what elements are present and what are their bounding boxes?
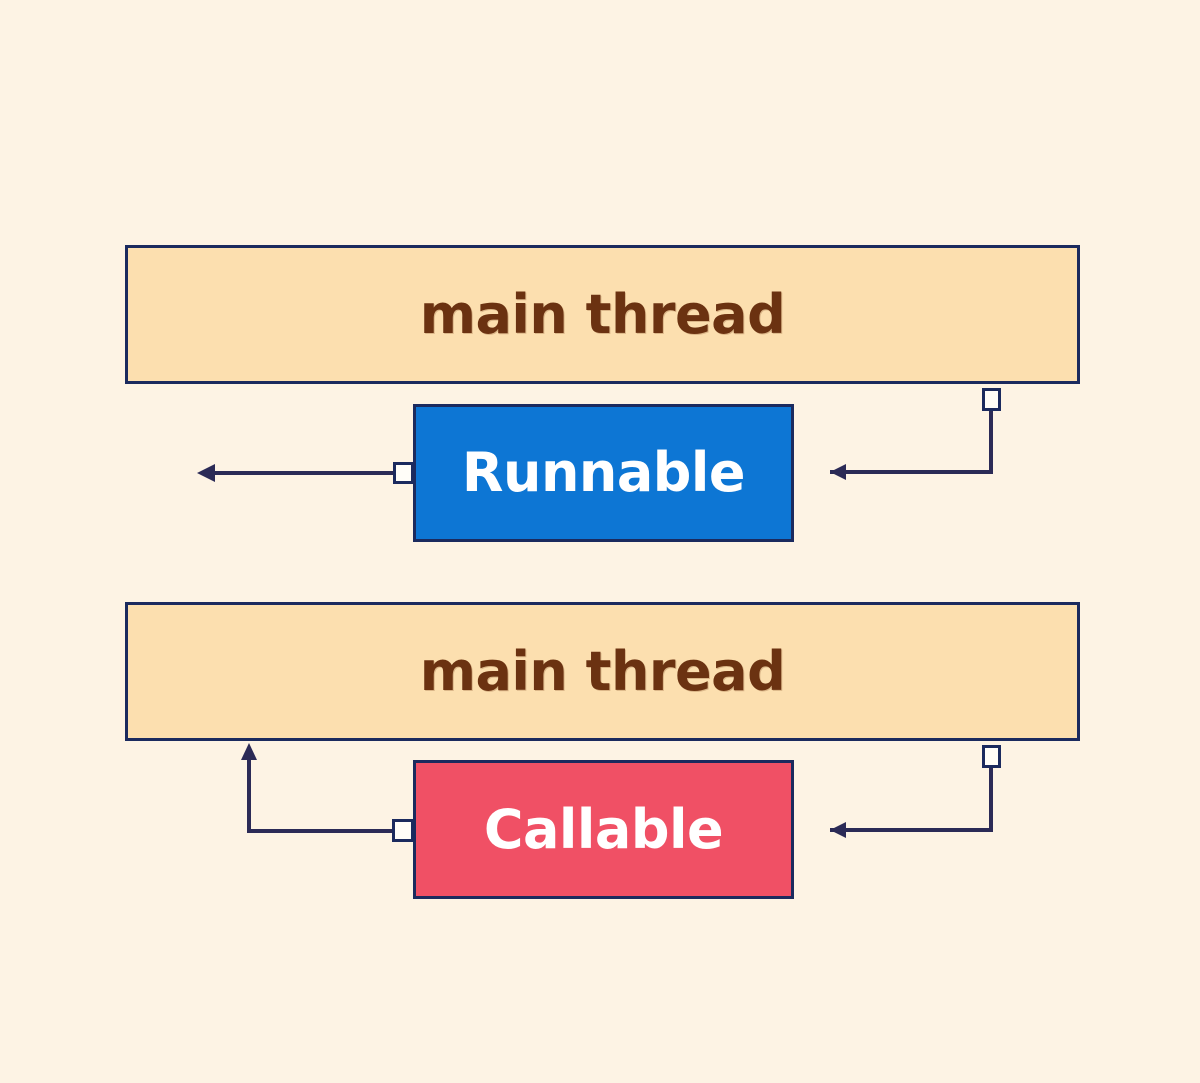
connector-runnable-to-left xyxy=(197,464,393,482)
callable-node[interactable]: Callable xyxy=(413,760,794,899)
runnable-label: Runnable xyxy=(461,441,746,504)
main-thread-label-2: main thread xyxy=(419,639,786,703)
main-thread-bar-2[interactable]: main thread xyxy=(125,602,1080,741)
connector-callable-to-main2 xyxy=(241,743,392,833)
callable-label: Callable xyxy=(483,797,724,861)
connector-handle-callable-left[interactable] xyxy=(392,819,414,842)
runnable-node[interactable]: Runnable xyxy=(413,404,794,542)
connector-handle-runnable-left[interactable] xyxy=(393,462,414,484)
connector-handle-main-thread-2[interactable] xyxy=(982,745,1001,768)
main-thread-label-1: main thread xyxy=(419,282,786,346)
connector-handle-main-thread-1[interactable] xyxy=(982,388,1001,411)
connector-main1-to-runnable xyxy=(830,408,993,480)
main-thread-bar-1[interactable]: main thread xyxy=(125,245,1080,384)
connector-main2-to-callable xyxy=(830,766,993,838)
